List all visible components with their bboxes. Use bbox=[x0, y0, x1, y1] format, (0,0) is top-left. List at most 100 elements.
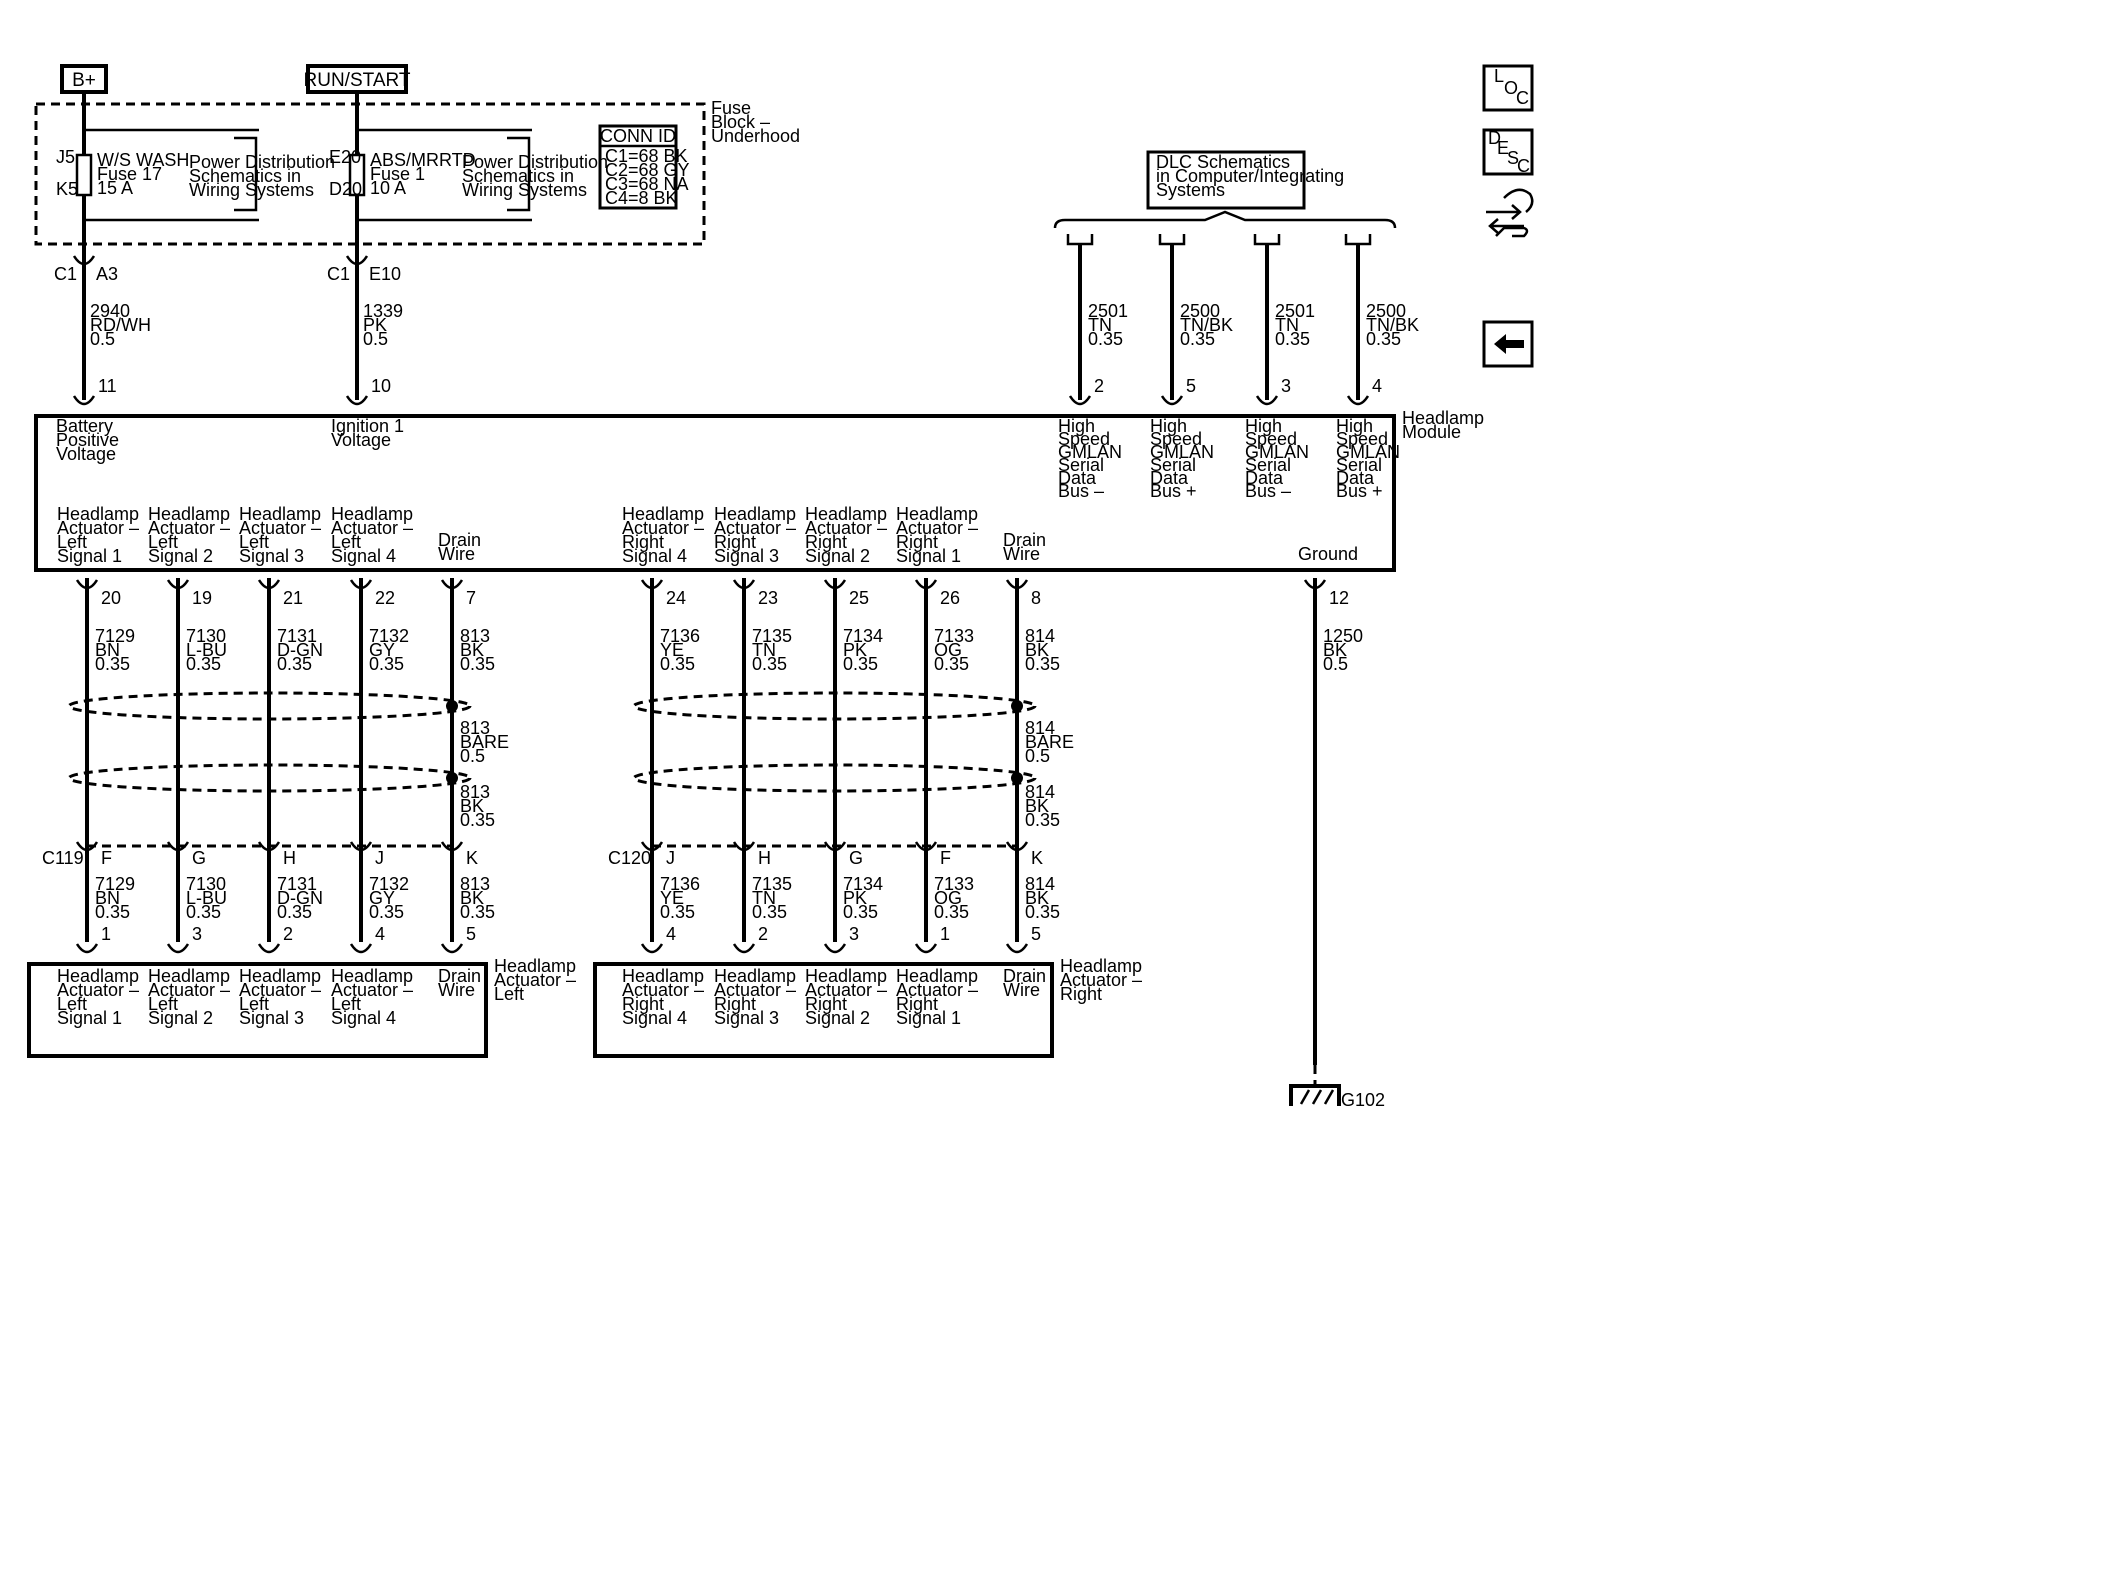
circuit-label: 0.35 bbox=[1025, 654, 1060, 674]
connector-views-icon[interactable] bbox=[1486, 188, 1534, 238]
inline-connector-pin bbox=[823, 841, 847, 852]
module-pin: 3 bbox=[1281, 376, 1291, 396]
circuit-label: 0.5 bbox=[1323, 654, 1348, 674]
circuit-label: 0.35 bbox=[843, 654, 878, 674]
fuse-symbol bbox=[75, 153, 93, 197]
gmlan-pin-label: Serial bbox=[1150, 455, 1196, 475]
actuator-pin-terminal bbox=[166, 943, 190, 954]
actuator-pin-label: Signal 2 bbox=[148, 1008, 213, 1028]
headlamp-actuator bbox=[27, 962, 488, 1058]
circuit-label: 0.35 bbox=[277, 902, 312, 922]
dlc-connector bbox=[1066, 234, 1094, 246]
conn-id-line: C2=68 GY bbox=[605, 160, 690, 180]
fuse-pin-top: J5 bbox=[56, 147, 75, 167]
gmlan-pin-label: Data bbox=[1245, 468, 1284, 488]
circuit-label: 813 bbox=[460, 874, 490, 894]
gmlan-pin-label: Speed bbox=[1245, 429, 1297, 449]
circuit-label: 0.35 bbox=[1025, 810, 1060, 830]
conn-id-title: CONN ID bbox=[600, 126, 676, 146]
circuit-label: 7131 bbox=[277, 626, 317, 646]
module-signal-label: Actuator – bbox=[805, 518, 887, 538]
module-signal-label: Signal 1 bbox=[57, 546, 122, 566]
circuit-label: 7133 bbox=[934, 874, 974, 894]
actuator-pin-label: Headlamp bbox=[714, 966, 796, 986]
module-signal-label: Signal 2 bbox=[148, 546, 213, 566]
circuit-label: 0.35 bbox=[660, 902, 695, 922]
fuse-label: Fuse 1 bbox=[370, 164, 425, 184]
actuator-pin-label: Actuator – bbox=[148, 980, 230, 1000]
actuator-drain-label: Drain bbox=[1003, 966, 1046, 986]
module-signal-label: Actuator – bbox=[331, 518, 413, 538]
circuit-label: 7132 bbox=[369, 874, 409, 894]
battery-source-label: B+ bbox=[72, 70, 96, 91]
module-pin: 20 bbox=[101, 588, 121, 608]
actuator-pin: 2 bbox=[758, 924, 768, 944]
gmlan-circuit-label: 0.35 bbox=[1088, 329, 1123, 349]
module-pin: 19 bbox=[192, 588, 212, 608]
fuse-label: 10 A bbox=[370, 178, 406, 198]
circuit-label: 0.35 bbox=[934, 654, 969, 674]
circuit-label: 0.35 bbox=[934, 902, 969, 922]
ignition-pin-label: Ignition 1 bbox=[331, 416, 404, 436]
gmlan-pin-label: Speed bbox=[1336, 429, 1388, 449]
fuse-block-label: Fuse bbox=[711, 98, 751, 118]
module-pin: 7 bbox=[466, 588, 476, 608]
dlc-schematics-box bbox=[1146, 150, 1306, 210]
circuit-label: BARE bbox=[460, 732, 509, 752]
circuit-label: OG bbox=[934, 640, 962, 660]
power-distribution-ref: Power Distribution bbox=[189, 152, 335, 172]
shield-splice bbox=[446, 700, 458, 712]
actuator-pin-label: Left bbox=[239, 994, 269, 1014]
circuit-label: 7129 bbox=[95, 874, 135, 894]
gmlan-pin-label: High bbox=[1150, 416, 1187, 436]
drain-wire-label: Drain bbox=[438, 530, 481, 550]
battery-pin-label: Positive bbox=[56, 430, 119, 450]
module-signal-label: Right bbox=[805, 532, 847, 552]
gmlan-pin-label: High bbox=[1336, 416, 1373, 436]
actuator-pin-label: Headlamp bbox=[622, 966, 704, 986]
desc-button-letter: E bbox=[1497, 138, 1509, 158]
desc-button[interactable] bbox=[1482, 128, 1534, 176]
circuit-label: 813 bbox=[460, 626, 490, 646]
actuator-drain-label: Wire bbox=[1003, 980, 1040, 1000]
gmlan-pin-label: High bbox=[1058, 416, 1095, 436]
actuator-pin-label: Signal 4 bbox=[331, 1008, 396, 1028]
module-signal-label: Actuator – bbox=[239, 518, 321, 538]
module-signal-label: Actuator – bbox=[57, 518, 139, 538]
wrench-icon bbox=[1495, 188, 1534, 238]
circuit-label: 0.35 bbox=[186, 902, 221, 922]
circuit-label: BN bbox=[95, 640, 120, 660]
gmlan-circuit-label: 2501 bbox=[1275, 301, 1315, 321]
module-signal-label: Headlamp bbox=[896, 504, 978, 524]
module-signal-label: Right bbox=[896, 532, 938, 552]
drain-wire-label: Drain bbox=[1003, 530, 1046, 550]
circuit-label: 813 bbox=[460, 782, 490, 802]
circuit-label: 0.35 bbox=[95, 902, 130, 922]
actuator-pin-terminal bbox=[75, 943, 99, 954]
ground-hatch bbox=[1323, 1089, 1335, 1105]
inline-connector-pin-id: J bbox=[375, 848, 384, 868]
dlc-schematics-ref: Systems bbox=[1156, 180, 1225, 200]
ground-hatch bbox=[1299, 1089, 1311, 1105]
circuit-label: BK bbox=[1025, 888, 1049, 908]
inline-connector-pin bbox=[349, 841, 373, 852]
inline-connector-pin bbox=[1005, 841, 1029, 852]
circuit-label: 7133 bbox=[934, 626, 974, 646]
inline-connector-pin bbox=[640, 841, 664, 852]
module-signal-label: Left bbox=[331, 532, 361, 552]
loc-button[interactable] bbox=[1482, 64, 1534, 112]
circuit-label: 7134 bbox=[843, 874, 883, 894]
fuse-pin-bottom: D20 bbox=[329, 179, 362, 199]
module-signal-label: Signal 2 bbox=[805, 546, 870, 566]
headlamp-module-label: Module bbox=[1402, 422, 1461, 442]
inline-connector-pin bbox=[75, 841, 99, 852]
gmlan-pin-label: Serial bbox=[1245, 455, 1291, 475]
circuit-label: 7130 bbox=[186, 626, 226, 646]
actuator-pin-label: Actuator – bbox=[239, 980, 321, 1000]
actuator-pin-label: Actuator – bbox=[896, 980, 978, 1000]
actuator-pin-label: Headlamp bbox=[331, 966, 413, 986]
shield-splice bbox=[446, 772, 458, 784]
circuit-label: BK bbox=[1323, 640, 1347, 660]
fuse-label: 15 A bbox=[97, 178, 133, 198]
circuit-label: 2940 bbox=[90, 301, 130, 321]
